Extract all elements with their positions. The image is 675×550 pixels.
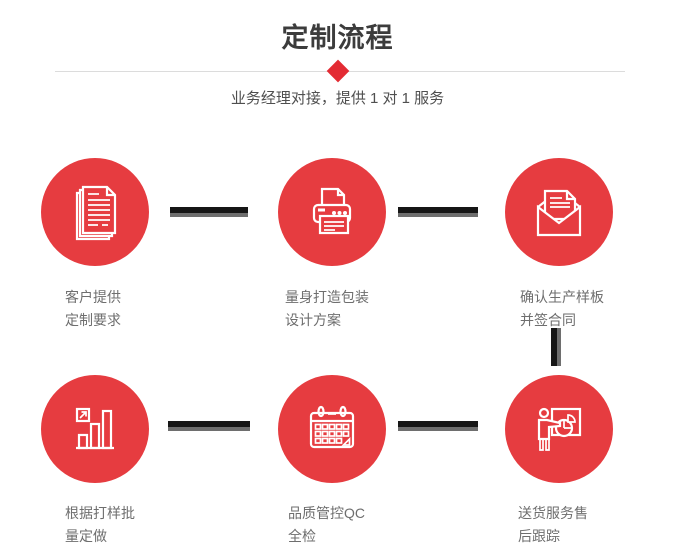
step-6-label: 送货服务售 后跟踪 <box>518 505 588 544</box>
step-4-label: 根据打样批 量定做 <box>65 505 135 544</box>
step-3-circle <box>505 158 613 266</box>
documents-icon <box>75 185 117 241</box>
step-1-circle <box>41 158 149 266</box>
step-3-label: 确认生产样板 并签合同 <box>520 289 604 328</box>
step-5-circle <box>278 375 386 483</box>
connector-step5-step6 <box>398 421 478 431</box>
printer-icon <box>312 187 352 235</box>
step-2-circle <box>278 158 386 266</box>
step-6-circle <box>505 375 613 483</box>
calendar-icon <box>309 405 355 449</box>
step-1-label: 客户提供 定制要求 <box>65 289 121 328</box>
diamond-icon <box>326 59 350 83</box>
connector-step2-step3 <box>398 207 478 217</box>
step-2-label: 量身打造包装 设计方案 <box>285 289 369 328</box>
connector-step4-step5 <box>168 421 250 431</box>
envelope-icon <box>536 189 582 237</box>
page-title: 定制流程 <box>281 23 394 53</box>
connector-step3-step6 <box>551 328 561 366</box>
bar-chart-icon <box>75 407 114 450</box>
step-5-label: 品质管控QC 全检 <box>288 505 365 544</box>
subtitle: 业务经理对接，提供 1 对 1 服务 <box>230 90 445 107</box>
connector-step1-step2 <box>170 207 248 217</box>
presentation-icon <box>537 407 582 451</box>
step-4-circle <box>41 375 149 483</box>
